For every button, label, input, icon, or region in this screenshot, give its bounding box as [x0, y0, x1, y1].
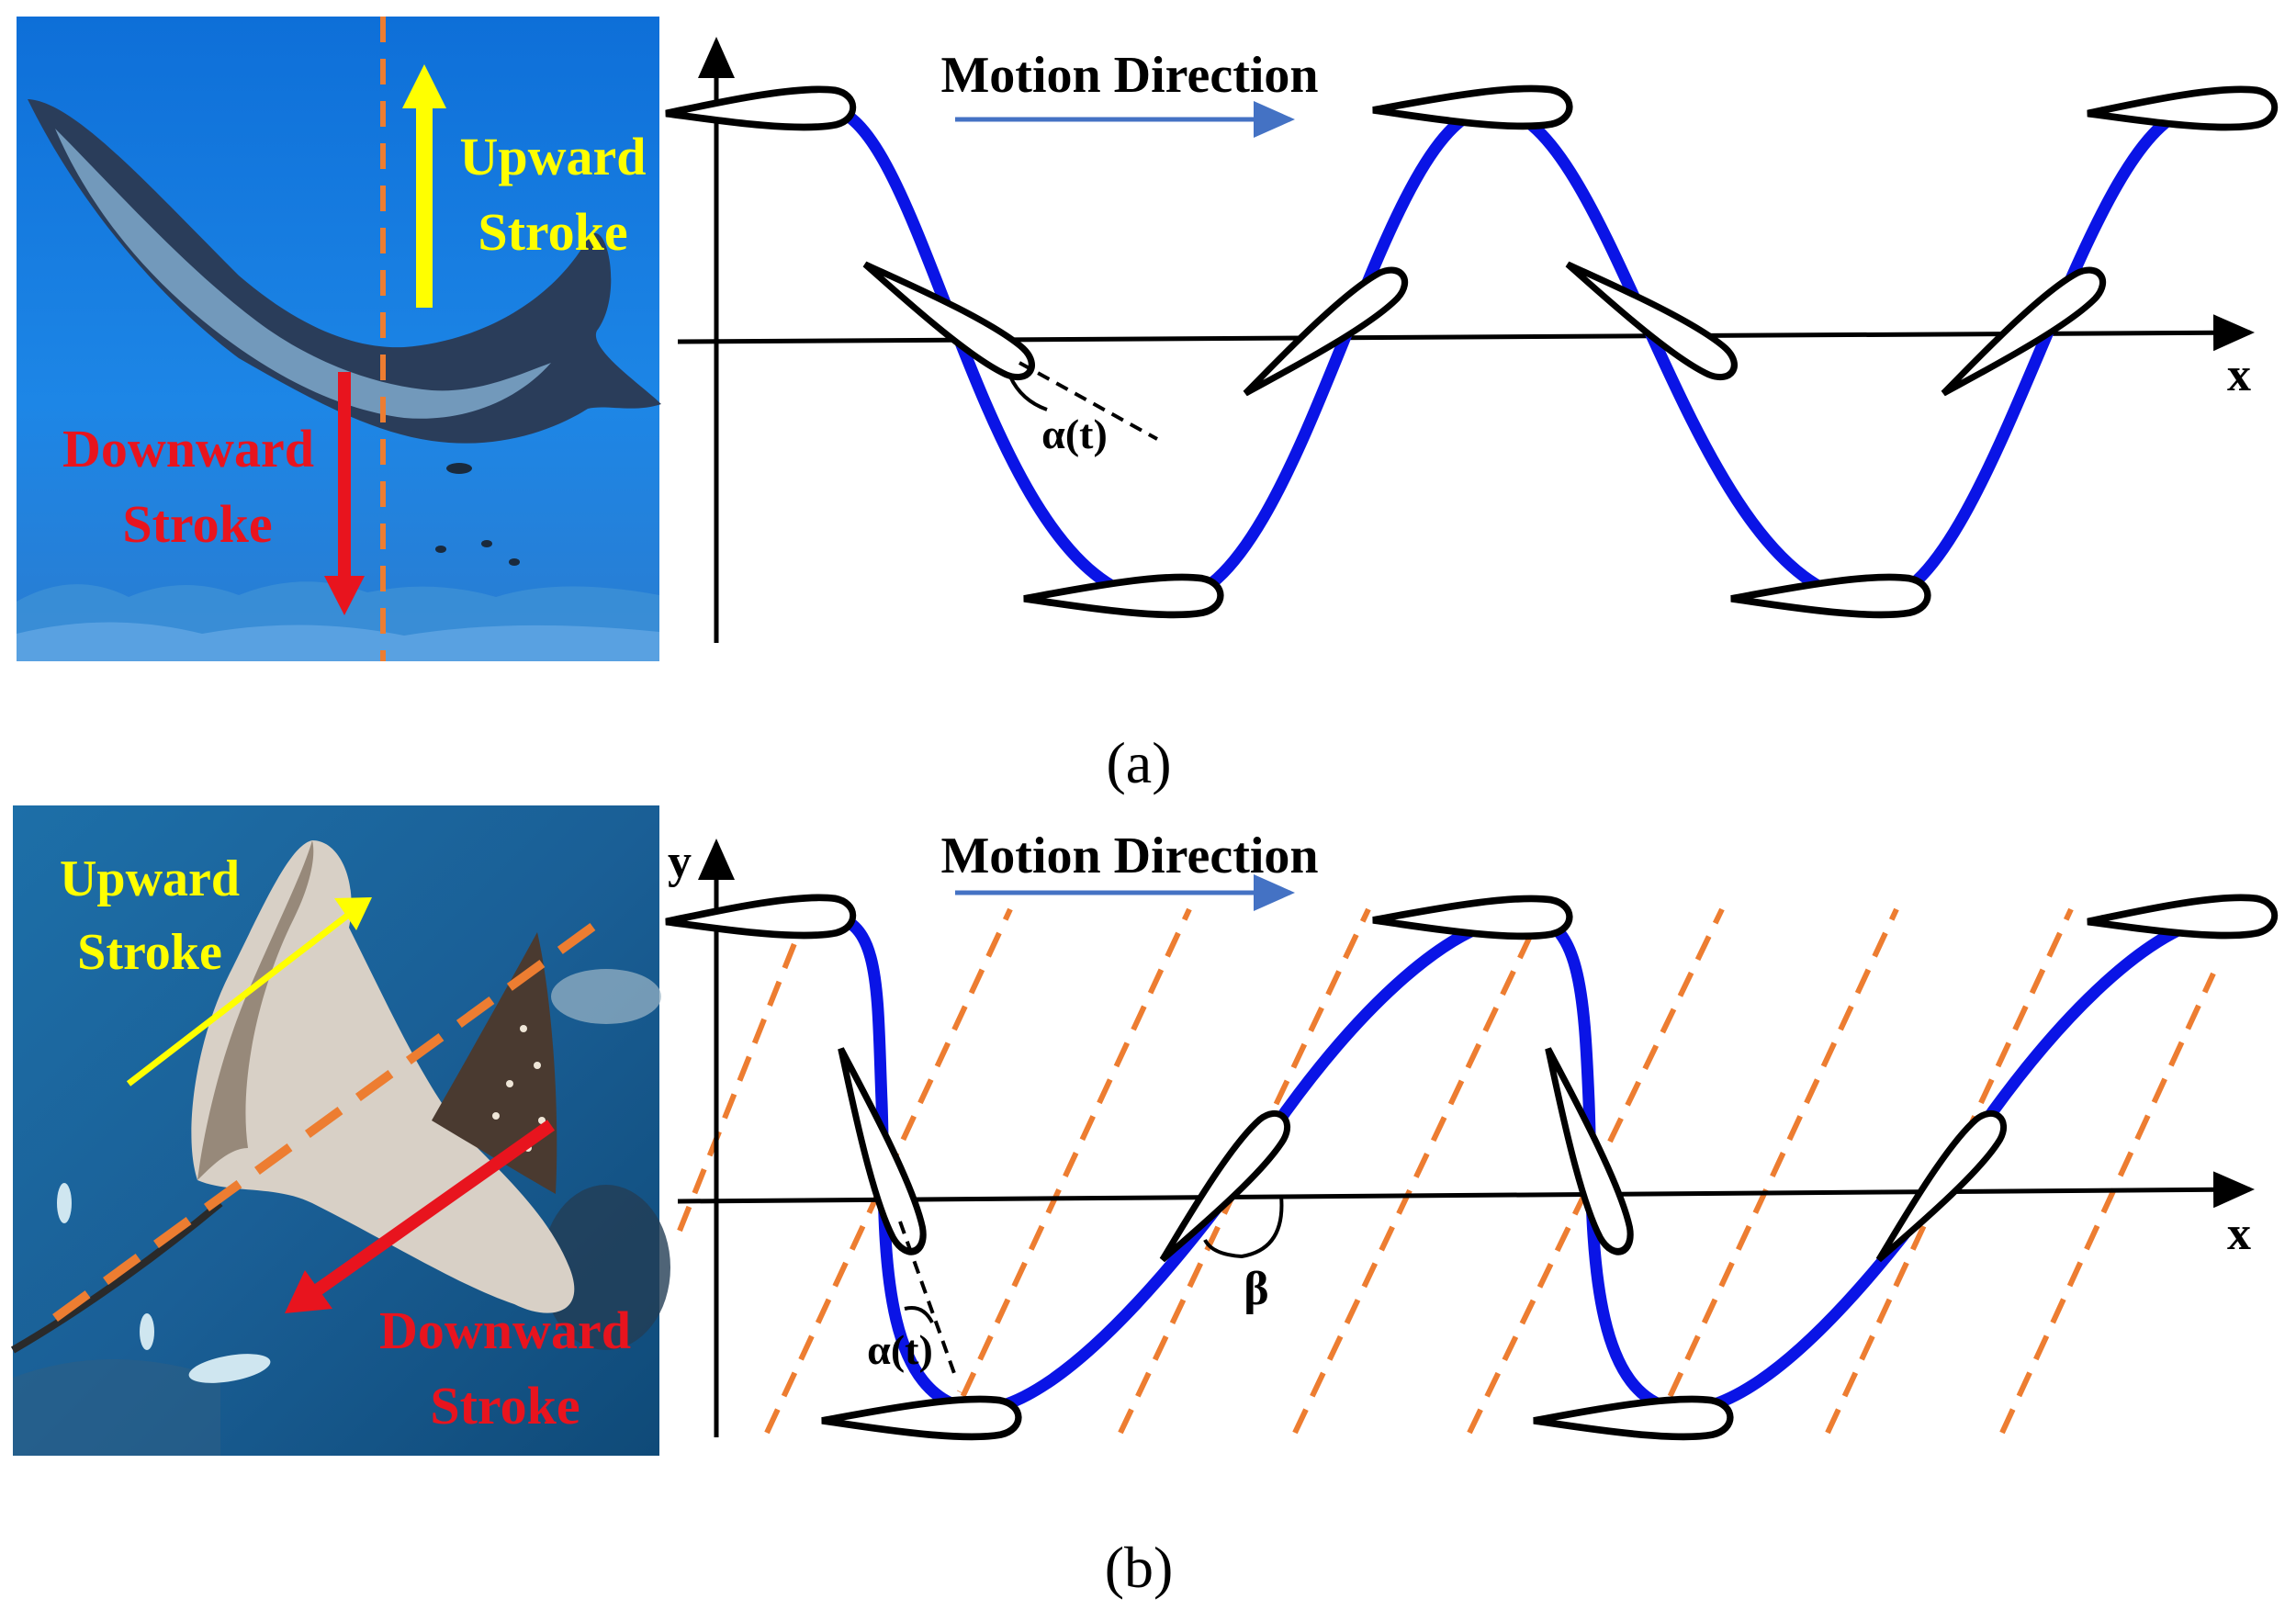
caption-a: (a)	[1106, 730, 1171, 795]
downward-stroke-label-a-2: Stroke	[122, 494, 272, 554]
x-axis-a	[677, 314, 2255, 352]
y-axis-label-b: y	[668, 836, 692, 888]
trajectory-b	[826, 910, 2228, 1416]
photo-manta-ray-a: Upward Stroke Downward Stroke	[17, 17, 661, 661]
foil-a-mid-down-1	[856, 250, 1040, 386]
upward-arrow-b	[126, 897, 372, 1086]
downward-arrow-a	[324, 372, 365, 615]
diagram-b: x y Motion Direction α(t) β	[665, 828, 2275, 1439]
downward-stroke-label-a-1: Downward	[62, 419, 314, 478]
x-axis-label-a: x	[2227, 349, 2251, 401]
alpha-arc-a	[1008, 376, 1048, 411]
photo-eagle-ray-b: Upward Stroke Downward Stroke	[10, 805, 670, 1456]
foil-a-top-2	[1373, 88, 1570, 129]
alpha-label-a: α(t)	[1041, 411, 1108, 457]
alpha-arc-b	[904, 1306, 934, 1323]
foil-b-top-1	[665, 896, 853, 940]
x-axis-b	[677, 1171, 2255, 1209]
photo-b-dashed-1	[52, 916, 604, 1323]
foil-a-top-1	[665, 88, 853, 132]
alpha-label-b: α(t)	[867, 1326, 933, 1373]
foil-a-bot-1	[1024, 577, 1221, 618]
foil-b-top-3	[2087, 896, 2275, 940]
foil-a-bot-2	[1731, 577, 1929, 618]
beta-arc-b	[1203, 1195, 1284, 1259]
alpha-reference-line-b	[898, 1221, 957, 1377]
foil-b-bot-2	[1534, 1399, 1731, 1440]
alpha-reference-line-a	[1019, 361, 1158, 441]
upward-stroke-label-a-1: Upward	[459, 127, 646, 186]
diagram-a: x Motion Direction α(t)	[665, 37, 2275, 643]
upward-arrow-a	[402, 64, 446, 308]
downward-stroke-label-b-2: Stroke	[430, 1376, 580, 1435]
foil-b-top-2	[1373, 898, 1570, 940]
upward-stroke-label-b-2: Stroke	[77, 924, 222, 981]
foil-b-mid-up-2	[1865, 1106, 2011, 1271]
beta-label-b: β	[1244, 1263, 1268, 1315]
caption-b: (b)	[1105, 1535, 1174, 1600]
foil-b-bot-1	[822, 1399, 1019, 1440]
motion-direction-label-b: Motion Direction	[940, 828, 1318, 884]
downward-stroke-label-b-1: Downward	[379, 1300, 631, 1360]
foil-a-mid-down-2	[1559, 250, 1742, 386]
downward-arrow-b	[285, 1120, 556, 1313]
x-axis-label-b: x	[2227, 1208, 2251, 1260]
foil-b-mid-up-1	[1149, 1106, 1295, 1271]
foil-a-top-3	[2087, 88, 2275, 132]
upward-stroke-label-b-1: Upward	[60, 850, 240, 907]
upward-stroke-label-a-2: Stroke	[478, 202, 627, 262]
motion-direction-label-a: Motion Direction	[940, 47, 1318, 104]
